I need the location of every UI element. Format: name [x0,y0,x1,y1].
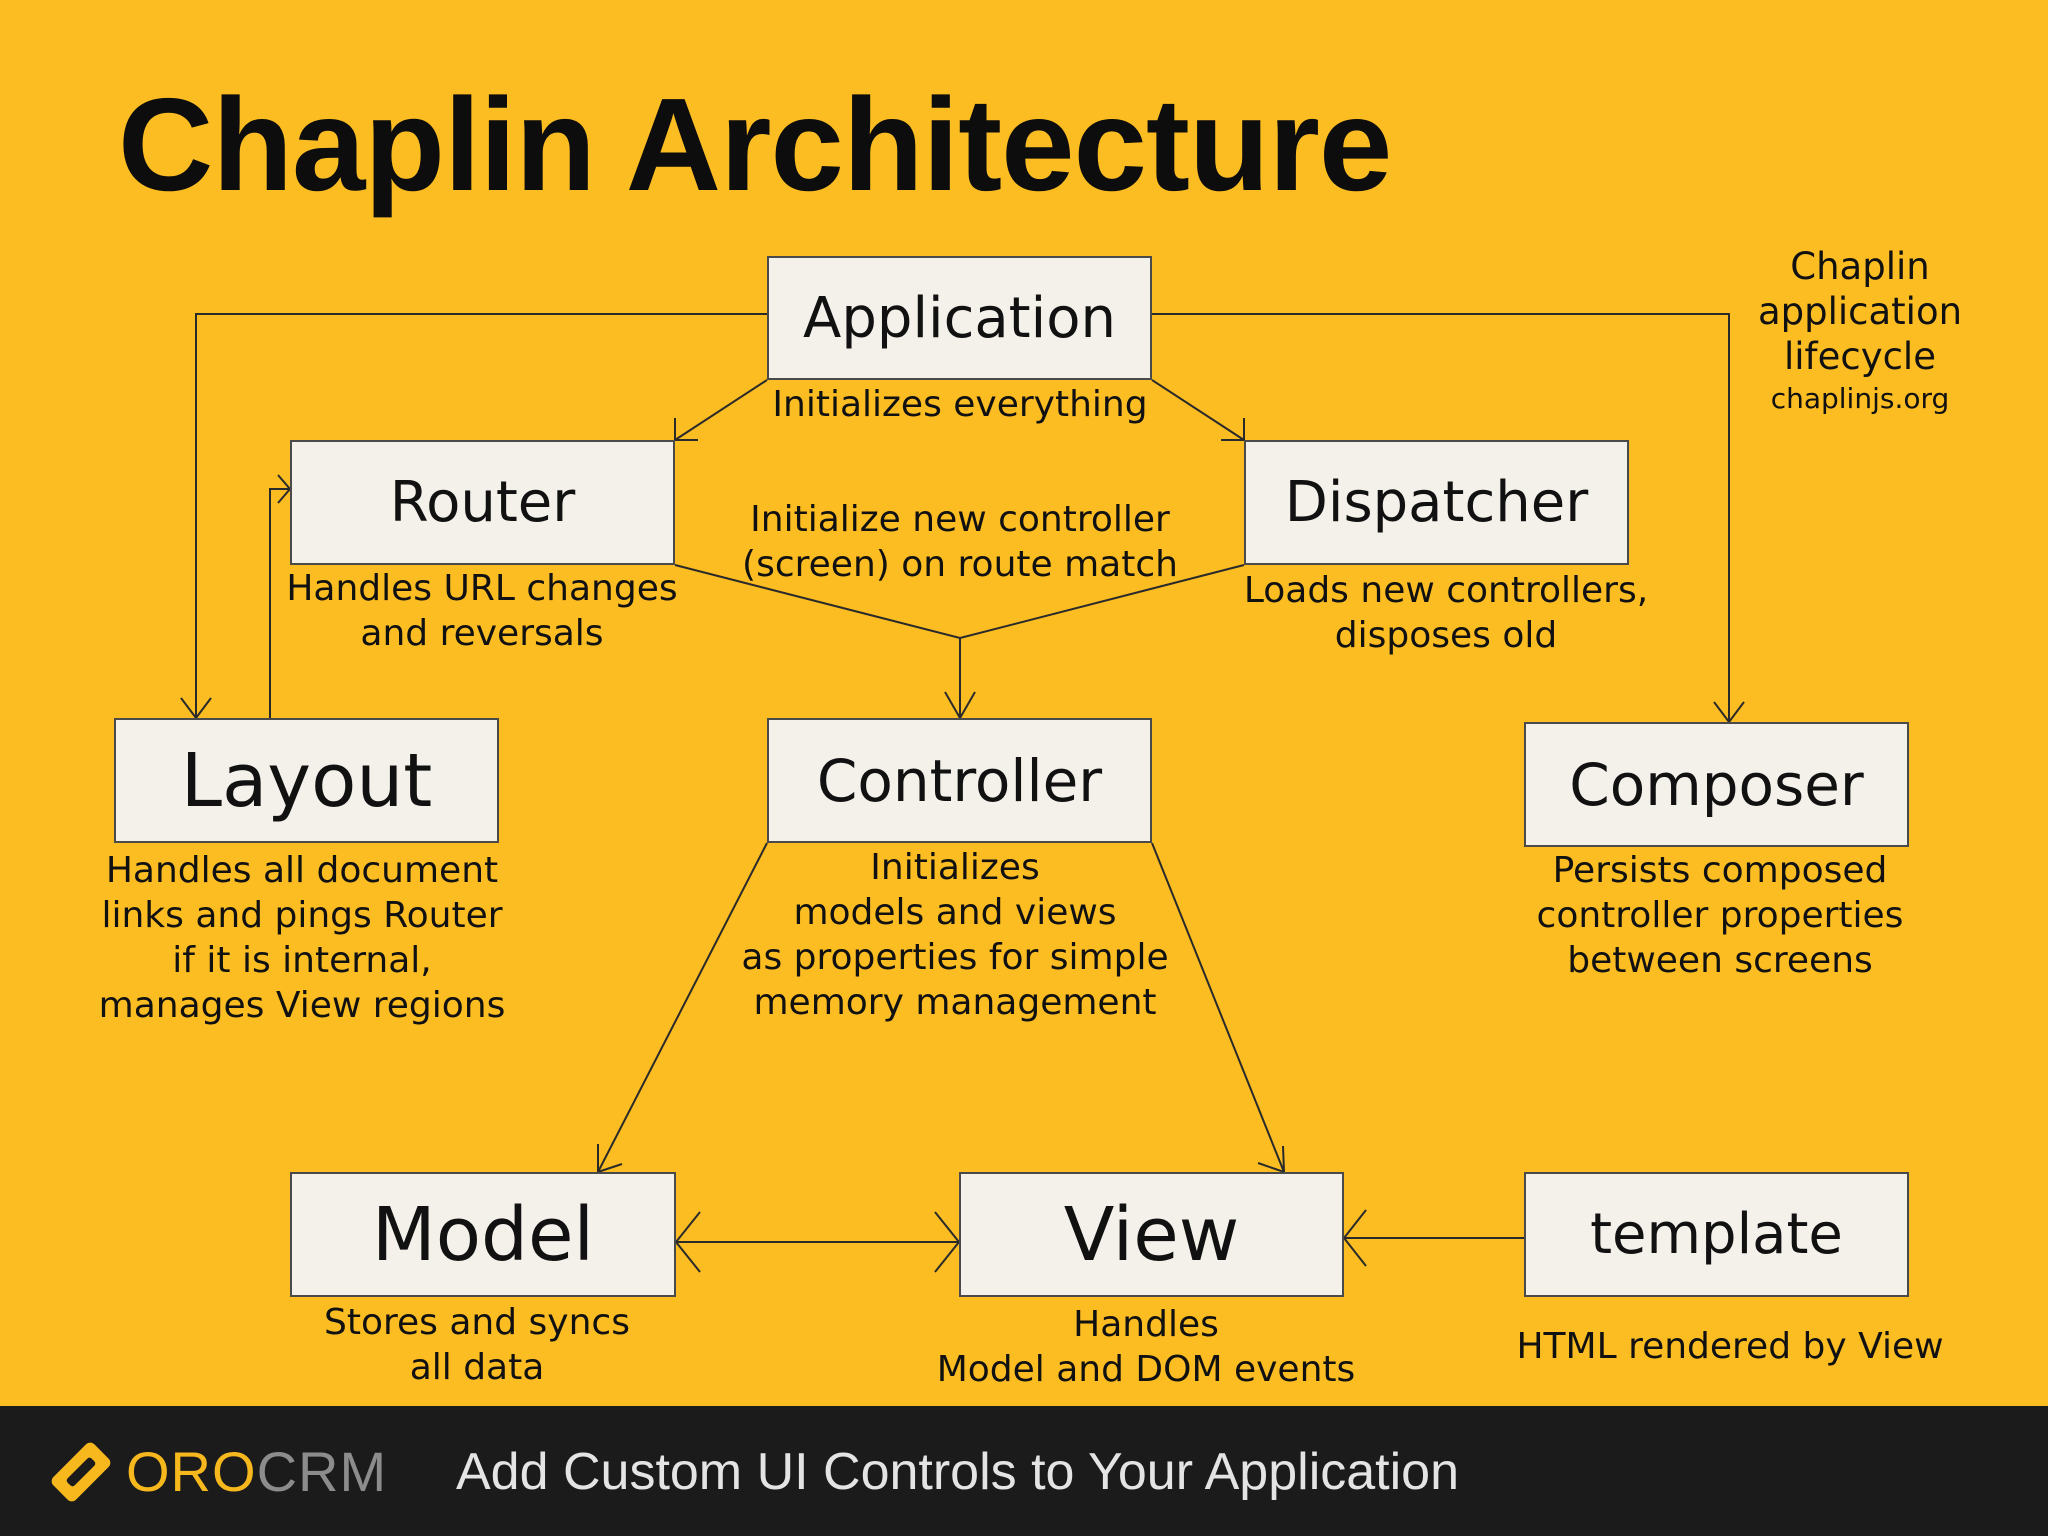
description-line: as properties for simple [741,937,1169,978]
layout-description: Handles all document links and pings Rou… [72,848,532,1028]
node-layout: Layout [114,718,499,843]
model-description: Stores and syncs all data [262,1300,692,1390]
node-controller: Controller [767,718,1152,843]
logo-text-crm: CRM [256,1440,388,1503]
application-description: Initializes everything [760,382,1160,427]
description-line: all data [409,1347,545,1388]
description-line: manages View regions [98,985,506,1026]
node-router: Router [290,440,675,565]
orocrm-logo: OROCRM [44,1440,387,1504]
edge-controller-model [597,842,768,1173]
description-line: controller properties [1536,895,1904,936]
edge-dispatcher-controller [959,564,1245,639]
description-line: memory management [753,982,1157,1023]
footer-caption: Add Custom UI Controls to Your Applicati… [456,1443,1460,1501]
node-view-label: View [1063,1191,1240,1278]
node-application: Application [767,256,1152,380]
edge-layout-router [269,488,290,718]
description-line: Handles URL changes [286,568,678,609]
footer-bar: OROCRM Add Custom UI Controls to Your Ap… [0,1406,2048,1536]
description-line: HTML rendered by View [1516,1326,1944,1367]
node-layout-label: Layout [180,737,433,824]
orocrm-logo-icon [51,1442,111,1502]
description-line: Model and DOM events [936,1349,1356,1390]
edge-label-line: (screen) on route match [742,544,1178,585]
description-line: Loads new controllers, [1243,570,1649,611]
edge-application-layout [195,313,767,718]
description-line: disposes old [1334,615,1558,656]
node-composer: Composer [1524,722,1909,847]
router-description: Handles URL changes and reversals [262,566,702,656]
description-line: Handles all document [105,850,499,891]
node-dispatcher-label: Dispatcher [1284,470,1589,535]
logo-wordmark: OROCRM [126,1440,387,1504]
node-model-label: Model [371,1191,595,1278]
view-description: Handles Model and DOM events [906,1302,1386,1392]
note-line: Chaplin [1790,245,1930,288]
note-source-url: chaplinjs.org [1770,382,1950,415]
node-template-label: template [1590,1202,1843,1267]
description-line: if it is internal, [172,940,432,981]
node-controller-label: Controller [816,746,1103,815]
composer-description: Persists composed controller properties … [1490,848,1950,983]
edge-application-composer [1152,313,1730,722]
description-line: models and views [793,892,1117,933]
edge-application-dispatcher [1151,379,1245,441]
lifecycle-note: Chaplin application lifecycle [1710,244,2010,379]
edge-label-route-match: Initialize new controller (screen) on ro… [720,497,1200,587]
controller-description: Initializes models and views as properti… [715,845,1195,1025]
description-line: and reversals [360,613,604,654]
node-composer-label: Composer [1569,750,1864,819]
node-application-label: Application [803,285,1116,351]
logo-text-oro: ORO [126,1440,257,1503]
edge-label-line: Initialize new controller [750,499,1170,540]
description-line: between screens [1567,940,1873,981]
node-model: Model [290,1172,676,1297]
node-router-label: Router [389,470,576,535]
node-template: template [1524,1172,1909,1297]
node-dispatcher: Dispatcher [1244,440,1629,565]
edge-application-router [674,379,768,441]
description-line: Initializes everything [772,384,1148,425]
description-line: Persists composed [1552,850,1888,891]
description-line: links and pings Router [101,895,503,936]
note-line: application [1757,290,1963,333]
dispatcher-description: Loads new controllers, disposes old [1216,568,1676,658]
edge-router-controller [674,564,961,639]
page-title: Chaplin Architecture [118,71,1392,218]
description-line: Stores and syncs [324,1302,630,1343]
edge-controller-view [1151,842,1285,1173]
node-view: View [959,1172,1344,1297]
description-line: Handles [1073,1304,1219,1345]
template-description: HTML rendered by View [1490,1324,1970,1369]
note-line: lifecycle [1784,335,1936,378]
description-line: Initializes [870,847,1040,888]
